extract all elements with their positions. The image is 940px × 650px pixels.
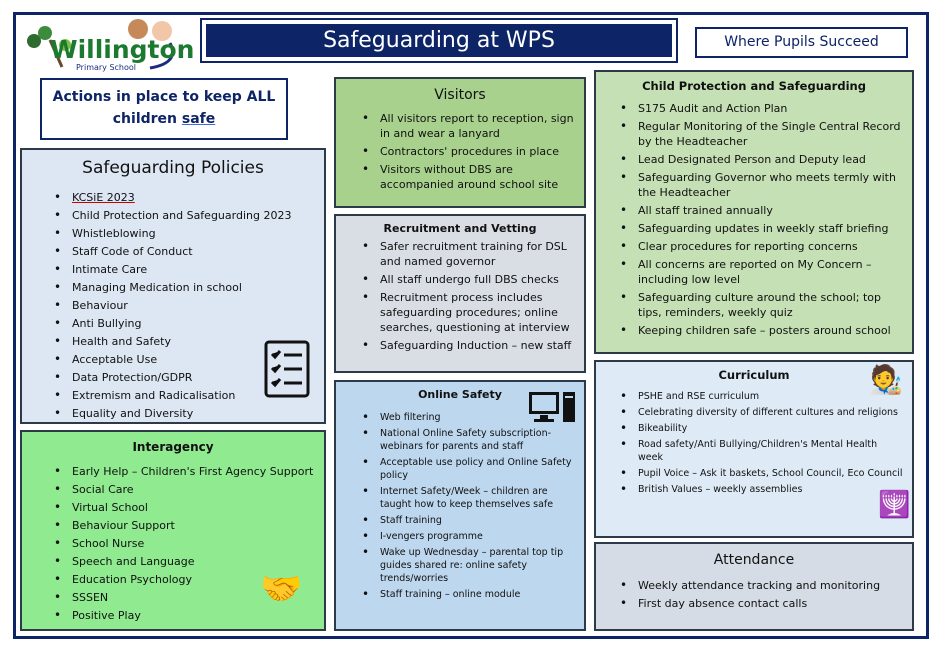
- list-item: PSHE and RSE curriculum: [616, 390, 904, 403]
- list-item: British Values – weekly assemblies: [616, 483, 904, 496]
- child-protection-panel: Child Protection and Safeguarding S175 A…: [594, 70, 914, 354]
- list-item: S175 Audit and Action Plan: [616, 101, 904, 116]
- actions-line1: Actions in place to keep ALL: [52, 89, 276, 105]
- recruitment-title: Recruitment and Vetting: [383, 222, 537, 235]
- artist-icon: 🧑‍🎨: [868, 363, 903, 396]
- list-item: All visitors report to reception, sign i…: [358, 111, 576, 141]
- policies-panel: Safeguarding Policies KCSiE 2023 Child P…: [20, 148, 326, 424]
- visitors-title: Visitors: [434, 87, 486, 103]
- list-item: KCSiE 2023: [50, 190, 316, 205]
- list-item: Recruitment process includes safeguardin…: [358, 290, 576, 335]
- checklist-icon: [264, 340, 310, 398]
- interagency-panel: Interagency Early Help – Children's Firs…: [20, 430, 326, 631]
- list-item: Internet Safety/Week – children are taug…: [358, 485, 576, 511]
- policies-list: KCSiE 2023 Child Protection and Safeguar…: [30, 190, 316, 421]
- curriculum-title: Curriculum: [718, 368, 790, 382]
- list-item: Keeping children safe – posters around s…: [616, 323, 904, 338]
- list-item: Staff training: [358, 514, 576, 527]
- list-item: Safeguarding updates in weekly staff bri…: [616, 221, 904, 236]
- attendance-title: Attendance: [713, 552, 795, 568]
- list-item: Safer recruitment training for DSL and n…: [358, 239, 576, 269]
- title-box: Safeguarding at WPS: [200, 18, 678, 63]
- online-safety-panel: Online Safety Web filtering National Onl…: [334, 380, 586, 631]
- list-item: Behaviour Support: [50, 518, 316, 533]
- list-item: All concerns are reported on My Concern …: [616, 257, 904, 287]
- list-item: Celebrating diversity of different cultu…: [616, 406, 904, 419]
- list-item: Positive Play: [50, 608, 316, 623]
- visitors-list: All visitors report to reception, sign i…: [344, 111, 576, 192]
- actions-safe: safe: [181, 111, 216, 127]
- list-item: Whistleblowing: [50, 226, 316, 241]
- list-item: Staff training – online module: [358, 588, 576, 601]
- actions-line2: children: [112, 111, 182, 127]
- visitors-panel: Visitors All visitors report to receptio…: [334, 77, 586, 208]
- school-logo: Willington Primary School: [20, 15, 194, 73]
- list-item: I-vengers programme: [358, 530, 576, 543]
- list-item: SSSEN: [50, 590, 316, 605]
- list-item: Anti Bullying: [50, 316, 316, 331]
- list-item: Virtual School: [50, 500, 316, 515]
- list-item: Equality and Diversity: [50, 406, 316, 421]
- list-item: Visitors without DBS are accompanied aro…: [358, 162, 576, 192]
- list-item: Managing Medication in school: [50, 280, 316, 295]
- curriculum-list: PSHE and RSE curriculum Celebrating dive…: [604, 390, 904, 496]
- list-item: Lead Designated Person and Deputy lead: [616, 152, 904, 167]
- handshake-icon: 🤝: [260, 569, 303, 609]
- recruitment-panel: Recruitment and Vetting Safer recruitmen…: [334, 214, 586, 373]
- page-title: Safeguarding at WPS: [206, 24, 672, 57]
- child-protection-title: Child Protection and Safeguarding: [642, 79, 866, 93]
- online-safety-list: Web filtering National Online Safety sub…: [344, 411, 576, 601]
- list-item: All staff trained annually: [616, 203, 904, 218]
- list-item: Extremism and Radicalisation: [50, 388, 316, 403]
- computer-icon: [529, 392, 575, 422]
- list-item: Staff Code of Conduct: [50, 244, 316, 259]
- actions-box: Actions in place to keep ALL children sa…: [40, 78, 288, 140]
- child-protection-list: S175 Audit and Action Plan Regular Monit…: [604, 101, 904, 338]
- page-frame: [13, 12, 929, 639]
- logo-subtitle: Primary School: [76, 63, 137, 72]
- attendance-list: Weekly attendance tracking and monitorin…: [604, 578, 904, 611]
- list-item: National Online Safety subscription- web…: [358, 427, 576, 453]
- online-safety-title: Online Safety: [418, 388, 502, 401]
- list-item: Speech and Language: [50, 554, 316, 569]
- attendance-panel: Attendance Weekly attendance tracking an…: [594, 542, 914, 631]
- list-item: School Nurse: [50, 536, 316, 551]
- list-item: Wake up Wednesday – parental top tip gui…: [358, 546, 576, 585]
- curriculum-panel: Curriculum PSHE and RSE curriculum Celeb…: [594, 360, 914, 538]
- interagency-list: Early Help – Children's First Agency Sup…: [30, 464, 316, 623]
- list-item: Regular Monitoring of the Single Central…: [616, 119, 904, 149]
- list-item: Web filtering: [358, 411, 576, 424]
- list-item: First day absence contact calls: [616, 596, 904, 611]
- list-item: Acceptable use policy and Online Safety …: [358, 456, 576, 482]
- list-item: Safeguarding Governor who meets termly w…: [616, 170, 904, 200]
- list-item: Education Psychology: [50, 572, 316, 587]
- list-item: All staff undergo full DBS checks: [358, 272, 576, 287]
- list-item: Contractors' procedures in place: [358, 144, 576, 159]
- list-item: Road safety/Anti Bullying/Children's Men…: [616, 438, 904, 464]
- interagency-title: Interagency: [132, 440, 214, 454]
- list-item: Clear procedures for reporting concerns: [616, 239, 904, 254]
- list-item: Acceptable Use: [50, 352, 316, 367]
- list-item: Data Protection/GDPR: [50, 370, 316, 385]
- list-item: Safeguarding culture around the school; …: [616, 290, 904, 320]
- list-item: Social Care: [50, 482, 316, 497]
- tagline-box: Where Pupils Succeed: [695, 27, 908, 58]
- list-item: Health and Safety: [50, 334, 316, 349]
- list-item: Behaviour: [50, 298, 316, 313]
- list-item: Pupil Voice – Ask it baskets, School Cou…: [616, 467, 904, 480]
- list-item: Child Protection and Safeguarding 2023: [50, 208, 316, 223]
- policies-title: Safeguarding Policies: [82, 158, 264, 178]
- logo-name: Willington: [50, 35, 195, 64]
- list-item: Safeguarding Induction – new staff: [358, 338, 576, 353]
- list-item: Bikeability: [616, 422, 904, 435]
- list-item: Intimate Care: [50, 262, 316, 277]
- candelabra-icon: 🕎: [878, 490, 911, 520]
- recruitment-list: Safer recruitment training for DSL and n…: [344, 239, 576, 353]
- logo-graphic-icon: [27, 19, 174, 70]
- list-item: Weekly attendance tracking and monitorin…: [616, 578, 904, 593]
- list-item: Early Help – Children's First Agency Sup…: [50, 464, 316, 479]
